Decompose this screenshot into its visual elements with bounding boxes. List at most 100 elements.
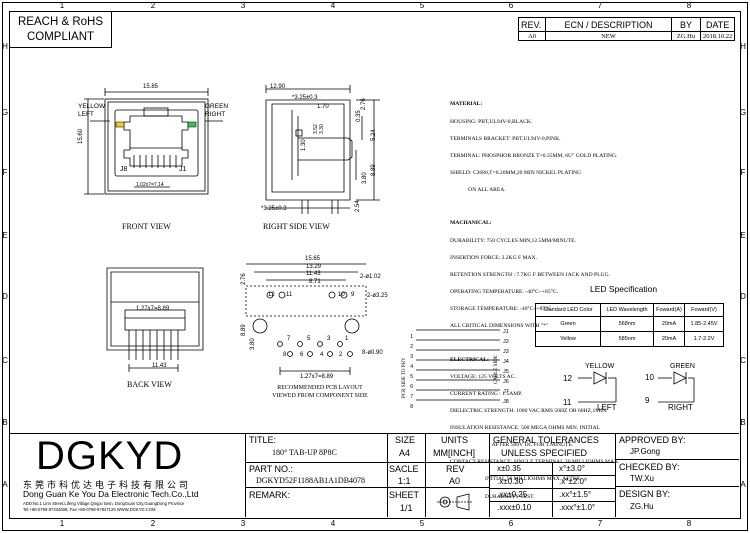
- material-line-4: SHIELD: C2680,T=0.20MM,20 MIN NICKEL PLA…: [450, 169, 582, 176]
- pcb-pin-6: 6: [300, 352, 304, 358]
- design-value: ZG.Hu: [630, 502, 654, 511]
- pcb-pin-8: 8: [283, 352, 287, 358]
- pcb-pin-3: 3: [327, 336, 331, 342]
- side-d6: 5.24: [371, 129, 377, 141]
- schematic-pin-7: 7: [410, 394, 413, 400]
- mechanical-line-1: DURABILITY: 750 CYCLES MIN,12.5MM/MINUTE…: [450, 237, 576, 244]
- yellow-label-line2: LEFT: [78, 111, 94, 118]
- pcb-pin-11: 11: [286, 292, 293, 298]
- zone-col-2: 2: [150, 1, 156, 10]
- schematic-jack-8: J8: [503, 399, 509, 405]
- part-value: DGKYD52F1188AB1A1DB4078: [256, 476, 366, 485]
- schematic-jack-6: J6: [503, 379, 509, 385]
- pcb-caption: RECOMMENDED PCB LAYOUT VIEWED FROM COMPO…: [268, 384, 372, 400]
- zone-row-h: H: [2, 42, 8, 51]
- electrical-line-1: VOLTAGE: 125 VOLTS AC.: [450, 373, 516, 380]
- front-pitch: 1.02x7=7.14: [136, 182, 164, 188]
- front-j8: J8: [120, 166, 128, 173]
- by-cell: ZG.Hu: [671, 31, 701, 41]
- pcb-side2: 8.89: [241, 324, 247, 336]
- back-pitch: 1.27x7=8.89: [136, 306, 170, 312]
- compliance-line2: COMPLIANT: [26, 31, 95, 43]
- zone-col-3: 3: [240, 1, 246, 10]
- zone-row-g-right: G: [739, 108, 747, 117]
- pcb-caption-line2: VIEWED FROM COMPONENT SIDE: [272, 393, 368, 399]
- zone-col-4: 4: [330, 1, 336, 10]
- side-view-title: RIGHT SIDE VIEW: [263, 222, 330, 231]
- company-address: ADD:No.1 Lirin Street,Lifeng Village,Qin…: [23, 501, 185, 506]
- rev-header: REV.: [518, 17, 546, 32]
- electrical-line-3: DIELECTRIC STRENGTH: 1000 VAC RMS 50HZ O…: [450, 407, 608, 414]
- approved-label: APPROVED BY:: [619, 435, 686, 445]
- approved-value: JP.Gong: [630, 447, 661, 456]
- units-label: UNITS: [441, 435, 468, 445]
- company-contact: Tel:+86-0769-87334608; Fax:+86-0769-8784…: [23, 507, 156, 512]
- back-view-title: BACK VIEW: [127, 380, 172, 389]
- material-title: MATERIAL:: [450, 101, 483, 108]
- back-view-drawing: [106, 267, 204, 372]
- tol-3-linear: .xx±0.25: [497, 490, 528, 499]
- by-header: BY: [671, 17, 701, 32]
- size-label: SIZE: [395, 435, 416, 445]
- led-row2-color: Yellow: [535, 331, 601, 347]
- pcb-pin-5: 5: [307, 336, 311, 342]
- electrical-line-4: INSULATION RESISTANCE: 500 MEGA OHMS MIN…: [450, 425, 601, 432]
- schematic-jacks: J1 J2 J3 J4 J5 J6 J7 J8: [503, 327, 509, 407]
- zone-col-4-bottom: 4: [330, 519, 336, 528]
- company-logo: DGKYD: [36, 434, 184, 478]
- schematic-pin-6: 6: [410, 384, 413, 390]
- tol-3-angle: .xx°±1.5°: [559, 490, 592, 499]
- led-green-pin9: 9: [645, 396, 650, 405]
- schematic-jack-2: J2: [503, 339, 509, 345]
- date-header: DATE: [699, 17, 736, 32]
- led-yellow-title: YELLOW: [585, 363, 615, 370]
- side-d10: 8.89: [371, 164, 377, 176]
- pcb-pin-1: 1: [345, 336, 349, 342]
- size-value: A4: [399, 448, 411, 458]
- schematic-pin-8: 8: [410, 404, 413, 410]
- side-view-drawing: [265, 85, 380, 214]
- pcb-pin-10: 10: [338, 292, 345, 298]
- zone-col-6-bottom: 6: [508, 519, 514, 528]
- electrical-line-8: DURABILITY TEST.: [450, 493, 535, 500]
- zone-row-e: E: [2, 231, 8, 240]
- design-label: DESIGN BY:: [619, 489, 671, 499]
- pcb-pitch: 1.27x7=8.89: [300, 374, 334, 380]
- units-value: MM[INCH]: [433, 448, 475, 458]
- schematic-pin-5: 5: [410, 374, 413, 380]
- rev-cell: A0: [518, 31, 546, 41]
- pcb-pin-7: 7: [287, 336, 291, 342]
- pcb-d4: 8.71: [309, 279, 321, 285]
- front-width: 15.85: [143, 84, 159, 90]
- title-block: [10, 433, 739, 518]
- zone-row-c: C: [2, 356, 8, 365]
- sheet-value: 1/1: [400, 503, 413, 513]
- schematic-pin-2: 2: [410, 344, 413, 350]
- side-d13: *3.25±0.3: [261, 206, 287, 212]
- inner-border: [9, 11, 741, 519]
- part-label: PART NO.:: [249, 464, 294, 474]
- zone-col-7-bottom: 7: [597, 519, 603, 528]
- scale-label: SACLE: [389, 464, 419, 474]
- tolerance-title1: GENERAL TOLERANCES: [493, 435, 599, 445]
- front-height: 15.60: [78, 128, 84, 144]
- scale-value: 1:1: [398, 476, 411, 486]
- material-line-5: ON ALL AREA.: [450, 186, 506, 193]
- revision-table: REV. ECN / DESCRIPTION BY DATE A0 NEW ZG…: [518, 17, 736, 41]
- led-row1-forward-a: 20mA: [653, 316, 685, 332]
- pcb-pin-4: 4: [320, 352, 324, 358]
- schematic-jack-3: J3: [503, 349, 509, 355]
- zone-col-5: 5: [419, 1, 425, 10]
- electrical-line-7: INITIAL 50 MILLIOHMS MAX. AFTER: [450, 476, 580, 483]
- electrical-line-5: AFTER 500V DC FOR 1 MINUTE.: [450, 442, 574, 449]
- schematic-pin-1: 1: [410, 334, 413, 340]
- led-header-forward-a: Foward(A): [653, 303, 685, 317]
- zone-col-3-bottom: 3: [240, 519, 246, 528]
- zone-row-a-right: A: [740, 480, 746, 489]
- front-j1: J1: [179, 166, 187, 173]
- compliance-box: REACH & RoHS COMPLIANT: [10, 12, 112, 48]
- pcb-hole1: 2-ø1.02: [360, 274, 381, 280]
- zone-col-8-bottom: 8: [686, 519, 692, 528]
- pcb-d3: 11.43: [306, 271, 321, 277]
- zone-row-e-right: E: [740, 231, 746, 240]
